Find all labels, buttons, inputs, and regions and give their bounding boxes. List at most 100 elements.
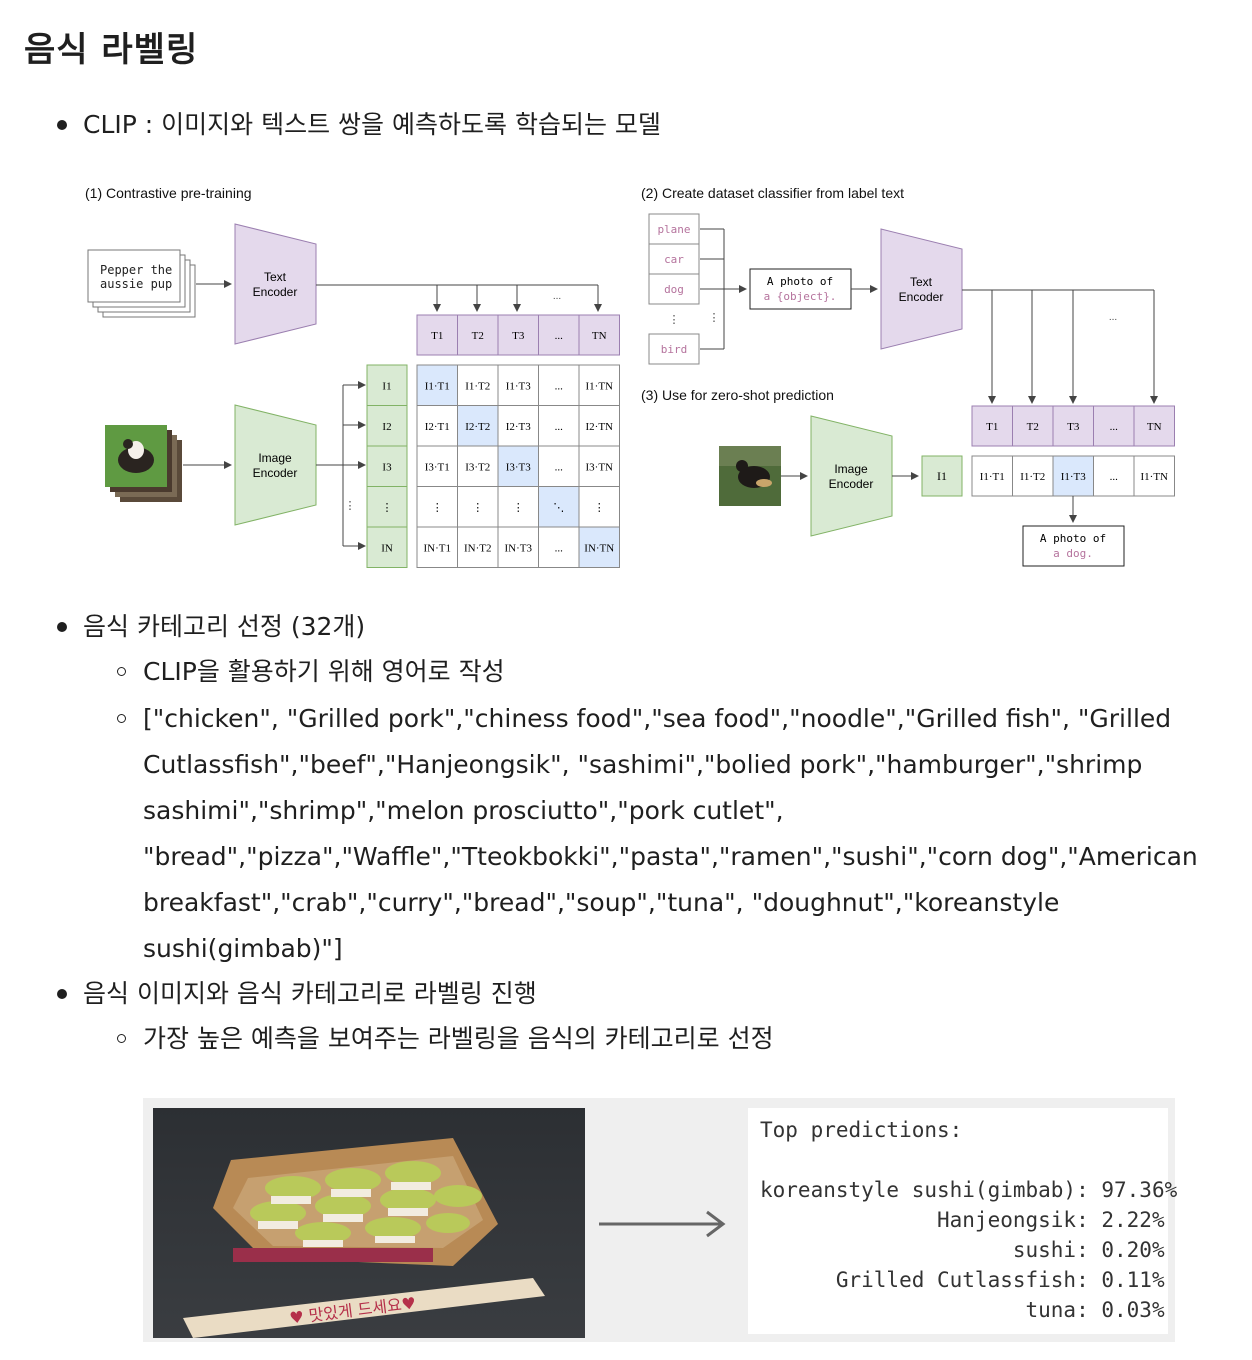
- zero-shot-score-label: ...: [1110, 471, 1119, 483]
- similarity-cell: [578, 526, 620, 568]
- prediction-label: Grilled Cutlassfish:: [760, 1268, 1089, 1292]
- zero-shot-score-label: I1·TN: [1141, 471, 1169, 483]
- similarity-cell: [457, 526, 499, 568]
- zero-shot-text-embedding-cell: [1133, 405, 1175, 447]
- text-embedding-cell: [457, 314, 499, 356]
- text-encoder-label-2a: Text: [910, 275, 933, 289]
- prompt-template-box: [749, 268, 852, 310]
- page-title: 음식 라벨링: [24, 30, 199, 70]
- template-line1: A photo of: [767, 275, 833, 288]
- text-encoder-label-1a: Text: [264, 270, 287, 284]
- prediction-value: 0.11%: [1088, 1268, 1165, 1292]
- similarity-label: ⋱: [553, 502, 564, 514]
- category-list-line-4: "bread","pizza","Waffle","Tteokbokki","p…: [143, 842, 1198, 871]
- similarity-label: I2·T3: [506, 421, 532, 433]
- text-embedding-label: T1: [431, 330, 443, 342]
- image-embedding-cell: [366, 405, 408, 447]
- category-list-line-6: sushi(gimbab)"]: [143, 934, 343, 963]
- image-encoder-2: [810, 415, 893, 537]
- class-label-box: [648, 333, 700, 365]
- result-box: [1022, 525, 1125, 567]
- svg-text:⋮: ⋮: [345, 500, 356, 512]
- similarity-label: ⋮: [472, 502, 483, 514]
- image-embedding-label: IN: [381, 542, 393, 554]
- image-encoder-label-1b: Encoder: [253, 466, 298, 480]
- zero-shot-text-embedding-cell: [1052, 405, 1094, 447]
- prediction-value: 2.22%: [1088, 1208, 1165, 1232]
- class-label-ellipsis: ⋮: [669, 314, 680, 326]
- similarity-label: I2·T2: [465, 421, 490, 433]
- text-input-line2: aussie pup: [100, 277, 172, 291]
- prediction-value: 0.03%: [1088, 1298, 1165, 1322]
- zero-shot-text-embedding-label: T2: [1027, 421, 1039, 433]
- category-list-line-3: sashimi","shrimp","melon prosciutto","po…: [143, 796, 784, 825]
- similarity-cell: [416, 364, 458, 406]
- similarity-cell: [538, 486, 580, 528]
- zero-shot-score-label: I1·T1: [980, 471, 1005, 483]
- template-line2: a {object}.: [764, 290, 837, 303]
- image-encoder-label-1a: Image: [258, 451, 292, 465]
- class-label: bird: [661, 343, 688, 356]
- svg-text:...: ...: [553, 291, 561, 302]
- prediction-row: tuna: 0.03%: [760, 1298, 1165, 1322]
- similarity-cell: [578, 445, 620, 487]
- result-line2: a dog.: [1053, 547, 1093, 560]
- clip-bullet-text: CLIP : 이미지와 텍스트 쌍을 예측하도록 학습되는 모델: [83, 110, 661, 139]
- image-embedding-cell: [366, 445, 408, 487]
- similarity-cell: [538, 526, 580, 568]
- image-encoder-label-2b: Encoder: [829, 477, 874, 491]
- image-embedding-cell: [366, 364, 408, 406]
- image-embedding-cell: [366, 486, 408, 528]
- prediction-label: tuna:: [760, 1298, 1089, 1322]
- similarity-cell: [497, 364, 539, 406]
- similarity-cell: [416, 405, 458, 447]
- similarity-label: I2·T1: [425, 421, 450, 433]
- class-label-box: [648, 213, 700, 245]
- image-embedding-label: ⋮: [382, 502, 393, 514]
- svg-text:⋮: ⋮: [709, 312, 720, 324]
- result-line1: A photo of: [1040, 532, 1106, 545]
- prediction-value: 0.20%: [1088, 1238, 1165, 1262]
- text-encoder-label-1b: Encoder: [253, 285, 298, 299]
- zero-shot-score-cell: [1052, 455, 1094, 497]
- text-embedding-cell: [497, 314, 539, 356]
- text-encoder-1: [234, 223, 317, 345]
- image-embedding-label: I1: [382, 380, 391, 392]
- clip-diagram: (1) Contrastive pre-training (2) Create …: [85, 185, 1175, 568]
- zero-shot-score-cell: [1133, 455, 1175, 497]
- arrow-icon: [599, 1210, 726, 1238]
- similarity-cell: [457, 364, 499, 406]
- sub-bullet-ring: [117, 714, 126, 723]
- prediction-row: Hanjeongsik: 2.22%: [760, 1208, 1165, 1232]
- bullet-dot: [57, 989, 67, 999]
- prediction-header: Top predictions:: [760, 1118, 963, 1142]
- similarity-cell: [538, 405, 580, 447]
- similarity-label: IN·T3: [505, 542, 533, 554]
- similarity-label: I1·TN: [586, 380, 614, 392]
- text-embedding-cell: [578, 314, 620, 356]
- similarity-cell: [497, 526, 539, 568]
- section3-title: (3) Use for zero-shot prediction: [641, 387, 834, 403]
- text-embedding-label: TN: [592, 330, 607, 342]
- zero-shot-text-embedding-label: T1: [986, 421, 998, 433]
- similarity-cell: [416, 526, 458, 568]
- sub-bullet-ring: [117, 1034, 126, 1043]
- gimbab-photo: ♥ 맛있게 드세요♥: [153, 1108, 585, 1338]
- prediction-row: sushi: 0.20%: [760, 1238, 1165, 1262]
- similarity-label: IN·T2: [464, 542, 492, 554]
- text-embedding-label: T2: [472, 330, 484, 342]
- sub-bullet-ring: [117, 667, 126, 676]
- image-embedding-cell: [366, 526, 408, 568]
- prediction-row: koreanstyle sushi(gimbab): 97.36%: [760, 1178, 1177, 1202]
- image-embedding-label: I3: [382, 461, 392, 473]
- similarity-label: ⋮: [513, 502, 524, 514]
- similarity-label: ...: [555, 542, 564, 554]
- section1-title: (1) Contrastive pre-training: [85, 185, 252, 201]
- class-label: plane: [657, 223, 690, 236]
- section2-title: (2) Create dataset classifier from label…: [641, 185, 904, 201]
- text-embedding-label: T3: [512, 330, 525, 342]
- similarity-cell: [578, 405, 620, 447]
- category-list-line-1: ["chicken", "Grilled pork","chiness food…: [143, 704, 1172, 733]
- zero-shot-dog-image: [719, 446, 781, 506]
